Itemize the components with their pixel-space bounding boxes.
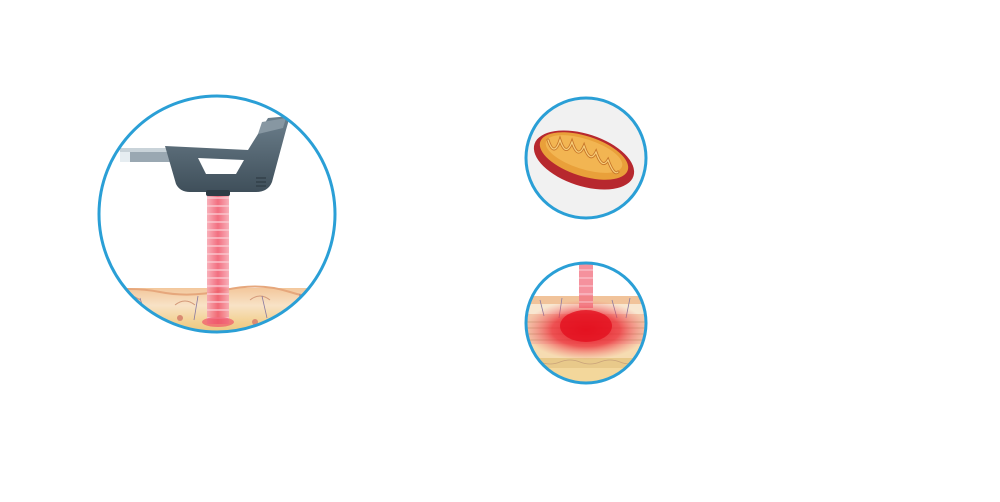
laser-handpiece-icon	[120, 116, 290, 196]
tissue-heat-icon	[526, 263, 646, 383]
mitochondria-illustration	[524, 96, 648, 220]
handpiece-illustration	[97, 94, 337, 334]
circle-frame	[524, 96, 648, 220]
tissue-heat-illustration	[524, 261, 648, 385]
mitochondria-icon	[533, 130, 635, 190]
circle-frame	[524, 261, 648, 385]
laser-beam-icon	[202, 190, 234, 327]
circle-frame	[97, 94, 337, 334]
